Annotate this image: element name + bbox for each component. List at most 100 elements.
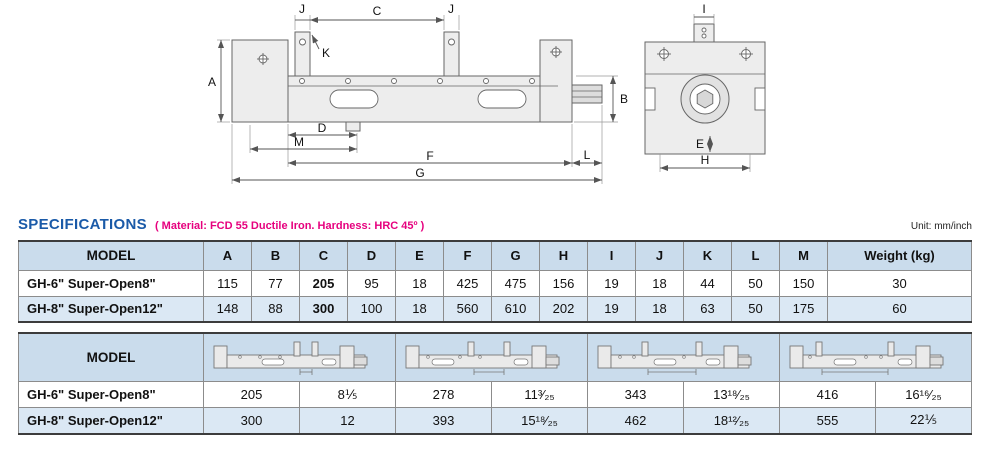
header-cell: J (635, 240, 684, 271)
table2-header-row: MODEL (18, 332, 972, 382)
value-cell: 50 (731, 269, 780, 297)
header-cell: C (299, 240, 348, 271)
opening-mm-cell: 343 (587, 381, 684, 408)
dim-label-h: H (701, 153, 710, 167)
opening-inch-cell: 18¹²⁄₂₅ (683, 407, 780, 434)
value-cell: 610 (491, 295, 540, 323)
dim-label-f: F (426, 149, 433, 163)
unit-note: Unit: mm/inch (910, 221, 972, 232)
value-cell: 18 (635, 295, 684, 323)
opening-diagram-cell (779, 332, 972, 382)
opening-table: MODEL (18, 332, 972, 435)
dim-label-b: B (620, 92, 628, 106)
header-cell: E (395, 240, 444, 271)
value-cell: 150 (779, 269, 828, 297)
header-cell-weight: Weight (kg) (827, 240, 972, 271)
header-cell: G (491, 240, 540, 271)
dim-label-k: K (322, 46, 330, 60)
opening-inch-cell: 13¹⁸⁄₂₅ (683, 381, 780, 408)
opening-inch-cell: 11³⁄₂₅ (491, 381, 588, 408)
vise-dimension-drawing: J C J K A B D M F L G (208, 2, 766, 184)
header-cell: K (683, 240, 732, 271)
value-cell: 95 (347, 269, 396, 297)
value-cell: 300 (299, 295, 348, 323)
dim-label-g: G (415, 166, 424, 180)
header-cell: I (587, 240, 636, 271)
value-cell-weight: 60 (827, 295, 972, 323)
opening-inch-cell: 22⅕ (875, 407, 972, 434)
opening-inch-cell: 15¹⁸⁄₂₅ (491, 407, 588, 434)
dim-label-i: I (702, 2, 705, 16)
value-cell: 88 (251, 295, 300, 323)
header-cell: H (539, 240, 588, 271)
model-name: GH-8" Super-Open12" (18, 407, 204, 434)
table-row: GH-8" Super-Open12" 300 12 393 15¹⁸⁄₂₅ 4… (18, 407, 972, 434)
value-cell: 475 (491, 269, 540, 297)
vise-opening-diagram-2 (405, 341, 559, 375)
value-cell: 100 (347, 295, 396, 323)
table1-header-row: MODEL A B C D E F G H I J K L M Weight (… (18, 240, 972, 271)
dim-label-d: D (318, 121, 327, 135)
model-name: GH-6" Super-Open8" (18, 269, 204, 297)
header-cell: L (731, 240, 780, 271)
value-cell: 156 (539, 269, 588, 297)
value-cell: 63 (683, 295, 732, 323)
dimensions-table: MODEL A B C D E F G H I J K L M Weight (… (18, 240, 972, 323)
value-cell: 18 (635, 269, 684, 297)
header-cell: M (779, 240, 828, 271)
opening-diagram-cell (203, 332, 396, 382)
header-cell: F (443, 240, 492, 271)
opening-mm-cell: 393 (395, 407, 492, 434)
opening-diagram-cell (395, 332, 588, 382)
vise-opening-diagram-1 (213, 341, 367, 375)
header-cell: A (203, 240, 252, 271)
opening-mm-cell: 278 (395, 381, 492, 408)
model-name: GH-6" Super-Open8" (18, 381, 204, 408)
header-cell: D (347, 240, 396, 271)
value-cell: 19 (587, 295, 636, 323)
value-cell: 50 (731, 295, 780, 323)
opening-mm-cell: 205 (203, 381, 300, 408)
opening-mm-cell: 300 (203, 407, 300, 434)
end-view: I E H (644, 2, 766, 172)
specifications-title: SPECIFICATIONS (18, 216, 147, 233)
opening-diagram-cell (587, 332, 780, 382)
dim-label-a: A (208, 75, 216, 89)
value-cell: 148 (203, 295, 252, 323)
model-name: GH-8" Super-Open12" (18, 295, 204, 323)
opening-mm-cell: 462 (587, 407, 684, 434)
table-row: GH-6" Super-Open8" 205 8⅕ 278 11³⁄₂₅ 343… (18, 381, 972, 408)
opening-inch-cell: 8⅕ (299, 381, 396, 408)
value-cell: 44 (683, 269, 732, 297)
technical-drawings: J C J K A B D M F L G (0, 2, 990, 210)
value-cell: 18 (395, 295, 444, 323)
spec-header-line: SPECIFICATIONS ( Material: FCD 55 Ductil… (18, 216, 972, 233)
value-cell: 77 (251, 269, 300, 297)
value-cell: 560 (443, 295, 492, 323)
header-cell-model: MODEL (18, 332, 204, 382)
value-cell: 18 (395, 269, 444, 297)
vise-opening-diagram-3 (597, 341, 751, 375)
dim-label-e: E (696, 137, 704, 151)
opening-mm-cell: 555 (779, 407, 876, 434)
value-cell: 205 (299, 269, 348, 297)
value-cell: 425 (443, 269, 492, 297)
dim-label-c: C (373, 4, 382, 18)
dim-label-j1: J (299, 2, 305, 16)
opening-mm-cell: 416 (779, 381, 876, 408)
value-cell-weight: 30 (827, 269, 972, 297)
opening-inch-cell: 16¹⁶⁄₂₅ (875, 381, 972, 408)
value-cell: 115 (203, 269, 252, 297)
dim-label-l: L (584, 148, 591, 162)
value-cell: 202 (539, 295, 588, 323)
material-note: ( Material: FCD 55 Ductile Iron. Hardnes… (154, 220, 425, 232)
table-row: GH-6" Super-Open8" 115 77 205 95 18 425 … (18, 269, 972, 297)
side-view: J C J K A B D M F L G (208, 2, 628, 184)
opening-inch-cell: 12 (299, 407, 396, 434)
header-cell: B (251, 240, 300, 271)
value-cell: 175 (779, 295, 828, 323)
vise-opening-diagram-4 (789, 341, 943, 375)
value-cell: 19 (587, 269, 636, 297)
header-cell-model: MODEL (18, 240, 204, 271)
table-row: GH-8" Super-Open12" 148 88 300 100 18 56… (18, 295, 972, 323)
